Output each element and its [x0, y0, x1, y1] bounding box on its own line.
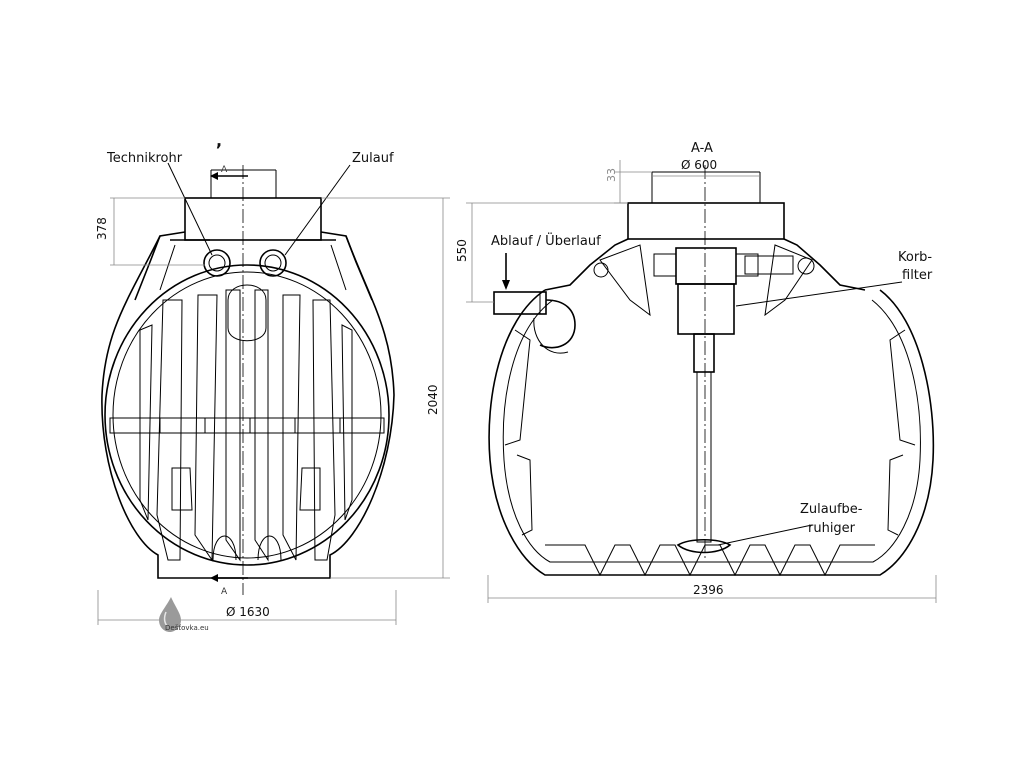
dim-2396: 2396: [487, 575, 937, 603]
front-ribs: [139, 289, 353, 562]
dim-2040: 2040: [321, 197, 450, 579]
zulauf-leader: [284, 164, 351, 256]
zulauf-label: Zulauf: [352, 151, 394, 166]
svg-text:Ø 1630: Ø 1630: [226, 605, 270, 619]
section-mark-bottom-text: A: [221, 587, 228, 597]
section-dome: [627, 202, 785, 240]
svg-text:33: 33: [605, 168, 618, 182]
zulaufberuhiger-leader: [717, 524, 813, 546]
svg-text:2040: 2040: [426, 384, 440, 415]
section-mark-top: [210, 172, 248, 180]
ablauf-pipe: [493, 291, 576, 354]
front-view: A A: [101, 162, 395, 597]
korbfilter: [593, 247, 815, 335]
dim-33: 33: [605, 160, 652, 204]
section-title: A-A: [691, 141, 713, 156]
korbfilter-label-line2: filter: [902, 268, 933, 283]
ablauf-label: Ablauf / Überlauf: [491, 232, 601, 249]
svg-text:,: ,: [216, 131, 222, 150]
svg-text:2396: 2396: [693, 583, 724, 597]
korbfilter-label-line1: Korb-: [898, 250, 932, 265]
section-view: [488, 165, 935, 577]
watermark-drop-icon: [159, 597, 181, 632]
svg-text:Ø 600: Ø 600: [681, 158, 717, 172]
svg-text:378: 378: [95, 217, 109, 240]
section-hull-outline: [488, 289, 935, 576]
section-bottom-ribs: [545, 544, 875, 577]
technikrohr-leader: [167, 162, 213, 256]
dim-1630: Ø 1630: [97, 590, 397, 625]
front-body-outline: [101, 235, 395, 579]
zulaufberuhiger-label-line2: ruhiger: [808, 521, 856, 536]
korbfilter-leader: [735, 281, 903, 307]
front-inner-ring: [104, 264, 390, 566]
front-dome: [184, 197, 322, 241]
svg-text:550: 550: [455, 239, 469, 262]
technikrohr-pipe: [203, 249, 231, 277]
dim-550: 550: [455, 202, 628, 303]
section-mark-top-text: A: [221, 165, 228, 175]
technikrohr-label: Technikrohr: [106, 151, 183, 166]
zulaufberuhiger-pipe: [676, 333, 732, 554]
zulaufberuhiger-label-line1: Zulaufbe-: [800, 502, 863, 517]
section-mark-bottom: [210, 574, 248, 582]
dim-600: Ø 600: [652, 158, 760, 177]
watermark-text: Dešťovka.eu: [165, 623, 209, 632]
dim-378: 378: [95, 197, 205, 266]
zulauf-pipe: [259, 249, 287, 277]
